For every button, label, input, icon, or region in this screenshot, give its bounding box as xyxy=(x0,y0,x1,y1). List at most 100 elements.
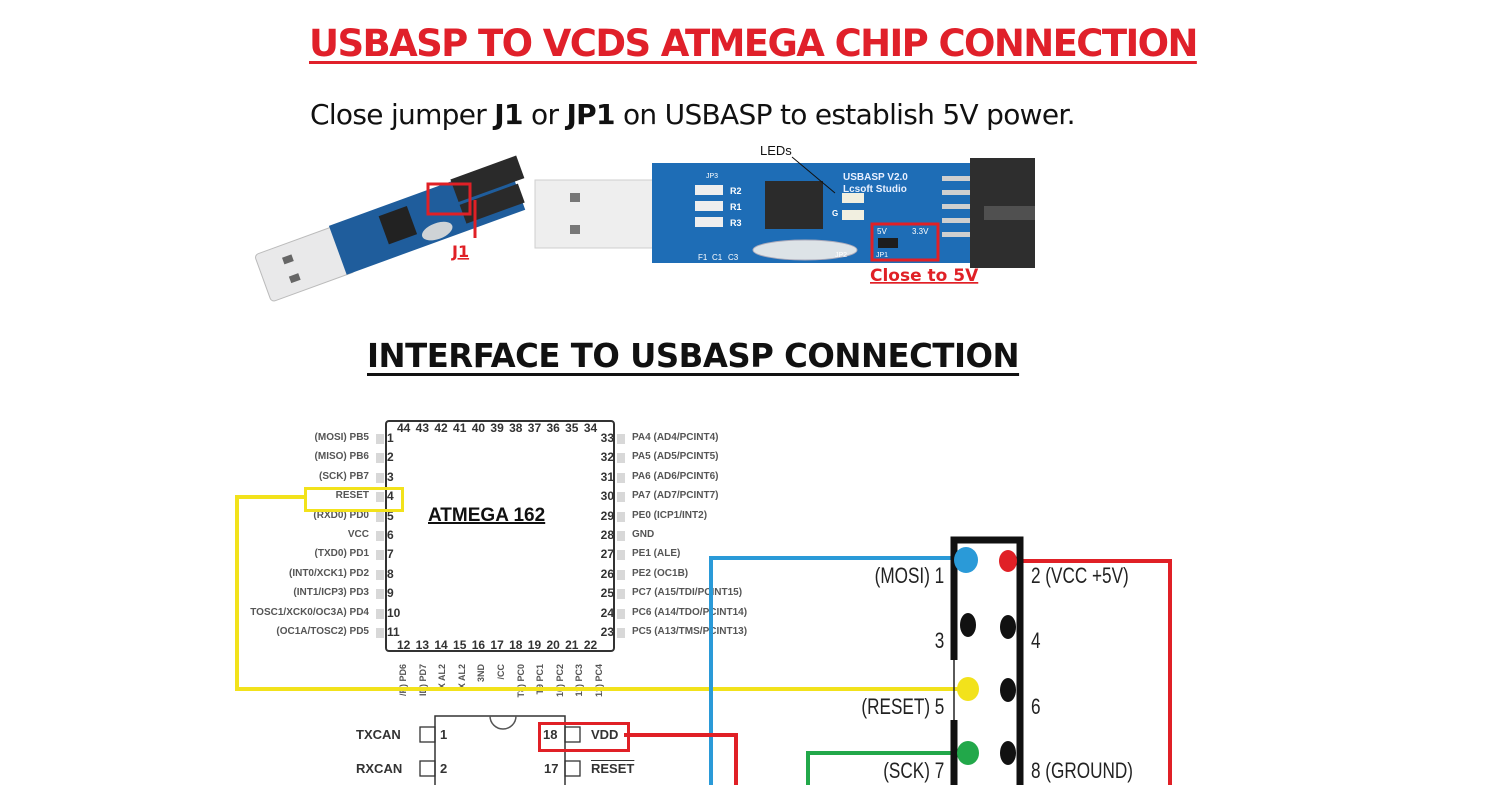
jp3-label: JP3 xyxy=(706,173,718,180)
chip-right-pin-label: PA7 (AD7/PCINT7) xyxy=(632,490,719,502)
jumper-5v-label: 5V xyxy=(877,227,887,236)
header-pin-3 xyxy=(960,613,976,637)
chip-right-pin-label: PE1 (ALE) xyxy=(632,548,681,560)
chip-bottom-pin-numbers: 12 13 14 15 16 17 18 19 20 21 22 xyxy=(397,638,598,652)
header-pin-1-mosi xyxy=(954,547,978,573)
usbasp-header-outline xyxy=(950,536,1024,785)
chip-pin-stub xyxy=(376,511,384,522)
chip-right-pin-label: GND xyxy=(632,529,655,540)
header-label-reset-5: (RESET) 5 xyxy=(861,694,944,719)
j1-highlight-box xyxy=(426,182,472,216)
header-label-mosi-1: (MOSI) 1 xyxy=(874,563,944,588)
chip-right-pin-label: PC6 (A14/TDO/PCINT14) xyxy=(632,606,748,618)
chip-left-pin-label: TOSC1/XCK0/OC3A) PD4 xyxy=(250,606,369,618)
chip-right-pin-number: 24 xyxy=(600,605,614,620)
can-pin-2-num: 2 xyxy=(440,761,448,776)
header-pin-6 xyxy=(1000,678,1016,702)
chip-right-pin-label: PA4 (AD4/PCINT4) xyxy=(632,432,719,443)
chip-left-pin-label: (MISO) PB6 xyxy=(314,451,369,463)
close-to-5v-callout: Close to 5V xyxy=(870,266,979,286)
sck-wire xyxy=(806,751,968,785)
chip-pin-stub xyxy=(617,608,625,619)
chip-right-pin-number: 32 xyxy=(600,450,614,465)
atmega-chip-outline xyxy=(385,420,615,652)
jp1-label: JP1 xyxy=(876,252,888,259)
chip-pin-stub xyxy=(617,589,625,600)
mcu-chip xyxy=(378,205,418,245)
mosi-wire xyxy=(709,556,966,785)
chip-pin-stub xyxy=(376,492,384,503)
chip-left-pin-number: 6 xyxy=(387,528,394,542)
mcu-chip xyxy=(765,181,823,229)
document-title: USBASP TO VCDS ATMEGA CHIP CONNECTION xyxy=(309,22,1198,65)
chip-right-pin-number: 31 xyxy=(600,469,614,484)
chip-left-pin-number: 8 xyxy=(387,566,394,581)
can-pin-txcan: TXCAN xyxy=(356,727,401,742)
jumper-3v3-label: 3.3V xyxy=(912,227,929,236)
chip-pin-stub xyxy=(376,434,384,444)
chip-top-pin-numbers: 44 43 42 41 40 39 38 37 36 35 34 xyxy=(397,421,598,435)
chip-left-pin-label: (RXD0) PD0 xyxy=(313,509,369,521)
chip-pin-stub xyxy=(376,472,384,483)
chip-left-pin-number: 2 xyxy=(387,450,394,465)
instruction-text: on USBASP to establish 5V power. xyxy=(614,98,1076,131)
chip-right-pin-number: 25 xyxy=(600,586,614,601)
chip-left-pin-number: 3 xyxy=(387,469,394,484)
chip-pin-stub xyxy=(617,628,625,638)
can-pin-18-num: 18 xyxy=(543,727,558,742)
reset-wire xyxy=(235,495,968,691)
jp1-highlight-box xyxy=(870,222,940,262)
j1-label: J1 xyxy=(494,98,523,131)
r1-label: R1 xyxy=(730,202,742,212)
chip-pin-stub xyxy=(376,453,384,464)
can-pin-17-num: 17 xyxy=(544,761,559,776)
instruction-text: Close jumper xyxy=(310,98,495,131)
chip-pin-stub xyxy=(617,492,625,503)
chip-right-pin-label: PC7 (A15/TDI/PCINT15) xyxy=(632,587,743,599)
diagram-title: INTERFACE TO USBASP CONNECTION xyxy=(367,336,1020,375)
chip-left-pin-label: (INT1/ICP3) PD3 xyxy=(293,587,369,599)
header-label-vcc-2: 2 (VCC +5V) xyxy=(1031,563,1129,588)
chip-right-pin-number: 23 xyxy=(600,625,614,639)
jp1-label: JP1 xyxy=(566,98,615,131)
leds-label: LEDs xyxy=(760,143,792,158)
header-pin-2-vcc xyxy=(999,550,1017,572)
can-pin-rxcan: RXCAN xyxy=(356,761,403,776)
chip-left-pin-label: (INT0/XCK1) PD2 xyxy=(288,567,369,579)
chip-left-pin-number: 4 xyxy=(387,489,394,504)
chip-left-pin-label: (SCK) PB7 xyxy=(318,470,369,482)
chip-left-pin-number: 7 xyxy=(387,547,394,562)
vcc-wire xyxy=(624,733,738,785)
silk-subtitle: Lcsoft Studio xyxy=(843,184,907,195)
chip-left-pin-number: 1 xyxy=(387,431,394,445)
header-pin-5-reset xyxy=(957,677,979,701)
r3-label: R3 xyxy=(730,218,742,228)
chip-right-pin-number: 29 xyxy=(600,508,614,523)
chip-left-pin-number: 5 xyxy=(387,508,394,523)
chip-pin-stub xyxy=(617,472,625,483)
chip-left-pin-number: 9 xyxy=(387,586,394,601)
r2-label: R2 xyxy=(730,186,742,196)
chip-right-pin-label: PA5 (AD5/PCINT5) xyxy=(632,451,719,463)
jp2-label: JP2 xyxy=(835,252,847,259)
header-pin-7-sck xyxy=(957,741,979,765)
chip-right-pin-label: PE0 (ICP1/INT2) xyxy=(632,509,708,521)
vcc-wire-header xyxy=(1008,559,1172,785)
chip-pin-stub xyxy=(617,434,625,444)
reset-pin-highlight xyxy=(304,487,404,512)
header-label-6: 6 xyxy=(1031,694,1041,719)
chip-left-pin-label: (TXD0) PD1 xyxy=(314,548,369,560)
usbasp-board-photo-top: R2 R1 R3 F1 C1 C3 G USBASP V2.0 Lcsoft S… xyxy=(534,143,1035,286)
header-pin-8-ground xyxy=(1000,741,1016,765)
chip-pin-stub xyxy=(617,511,625,522)
chip-name: ATMEGA 162 xyxy=(428,505,546,526)
chip-pin-stub xyxy=(376,531,384,541)
c1-label: C1 xyxy=(712,253,723,262)
chip-right-pin-number: 26 xyxy=(600,566,614,581)
chip-pin-stub xyxy=(376,550,384,561)
chip-right-pin-label: PC5 (A13/TMS/PCINT13) xyxy=(632,626,748,637)
chip-pin-stub xyxy=(617,531,625,541)
chip-pin-stub xyxy=(376,569,384,580)
can-pin-reset: RESET xyxy=(591,761,635,776)
